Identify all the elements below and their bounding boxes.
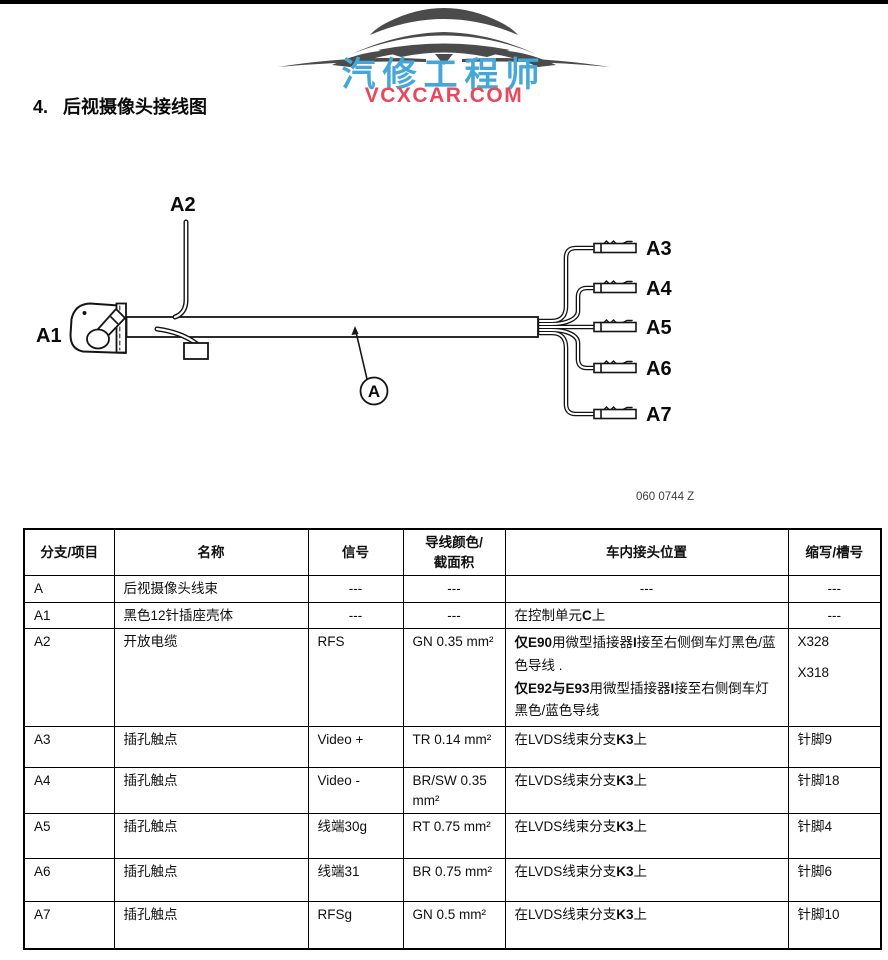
connector-dot: [82, 311, 87, 315]
diagram-caption: 060 0744 Z: [636, 491, 694, 503]
terminal-a6: [593, 360, 637, 374]
cell-slot: 针脚9: [787, 725, 882, 768]
terminal-a7: [593, 406, 637, 420]
table-row-a7: A7 插孔触点 RFSg GN 0.5 mm² 在LVDS线束分支K3上 针脚1…: [23, 901, 882, 950]
label-a7: A7: [646, 404, 672, 426]
cell-item: A6: [23, 858, 115, 903]
label-a3: A3: [646, 238, 672, 260]
column-header-item: 分支/项目: [23, 528, 115, 577]
cell-color: ---: [402, 601, 506, 630]
cell-location: 在LVDS线束分支K3上: [504, 858, 789, 903]
label-a5: A5: [646, 317, 672, 339]
car-silhouette-icon: [278, 8, 610, 67]
table-row-a5: A5 插孔触点 线端30g RT 0.75 mm² 在LVDS线束分支K3上 针…: [23, 813, 882, 860]
table-row-a3: A3 插孔触点 Video + TR 0.14 mm² 在LVDS线束分支K3上…: [23, 725, 882, 768]
cell-slot: ---: [787, 601, 882, 630]
logo-title: 汽修工程师: [341, 56, 547, 94]
top-border-bar: [0, 0, 888, 4]
label-a6: A6: [646, 358, 672, 380]
cell-slot: X328 X318: [787, 628, 882, 727]
column-header-color: 导线颜色/ 截面积: [402, 528, 506, 577]
splice-wire: [154, 326, 209, 360]
open-cable-wire: [172, 219, 189, 320]
cell-item: A1: [23, 601, 115, 630]
cell-location: 仅E90用微型插接器I接至右侧倒车灯黑色/蓝色导线 . 仅E92与E93用微型插…: [504, 628, 789, 727]
cell-color: GN 0.35 mm²: [402, 628, 506, 727]
cell-slot: ---: [787, 575, 882, 603]
cell-name: 插孔触点: [113, 766, 309, 815]
camera-connector: [69, 302, 127, 355]
logo-subtitle: VCXCAR.COM: [364, 84, 524, 107]
branch-wires: [537, 245, 597, 417]
cell-name: 插孔触点: [113, 858, 309, 903]
cell-color: BR 0.75 mm²: [402, 858, 506, 903]
label-a: A: [368, 382, 380, 401]
terminal-a4: [593, 280, 637, 294]
cell-slot: 针脚10: [787, 901, 882, 950]
cell-location: 在LVDS线束分支K3上: [504, 901, 789, 950]
header-row: 分支/项目 名称 信号 导线颜色/ 截面积 车内接头位置 缩写/槽号: [23, 528, 882, 577]
wiring-table: 分支/项目 名称 信号 导线颜色/ 截面积 车内接头位置 缩写/槽号 A 后视摄…: [23, 528, 882, 950]
cell-location: ---: [504, 575, 789, 603]
label-a2: A2: [170, 194, 196, 216]
cell-name: 插孔触点: [113, 725, 309, 768]
table-row-a2: A2 开放电缆 RFS GN 0.35 mm² 仅E90用微型插接器I接至右侧倒…: [23, 628, 882, 727]
table-row-a1: A1 黑色12针插座壳体 --- --- 在控制单元C上 ---: [23, 601, 882, 630]
cell-signal: ---: [307, 601, 404, 630]
slot-value: X328: [797, 634, 830, 650]
cell-color: BR/SW 0.35 mm²: [402, 766, 506, 815]
splice-box: [183, 342, 209, 360]
cell-signal: RFS: [307, 628, 404, 727]
cell-location: 在LVDS线束分支K3上: [504, 725, 789, 768]
page-title: 4. 后视摄像头接线图: [33, 93, 207, 119]
table-row-a: A 后视摄像头线束 --- --- --- ---: [23, 575, 882, 603]
cell-item: A7: [23, 901, 115, 950]
location-paragraph: 仅E90用微型插接器I接至右侧倒车灯黑色/蓝色导线 .: [514, 635, 776, 673]
label-a4: A4: [646, 278, 672, 300]
cell-name: 黑色12针插座壳体: [113, 601, 309, 630]
cell-item: A5: [23, 813, 115, 860]
cell-item: A: [23, 575, 115, 603]
cell-signal: RFSg: [307, 901, 404, 950]
column-header-location: 车内接头位置: [504, 528, 789, 577]
wiring-diagram: A2 A1 A3 A4 A5 A6 A7 A 060 0744 Z: [36, 194, 694, 503]
pin-terminals: [593, 240, 637, 420]
main-cable: [125, 316, 539, 338]
table-row-a4: A4 插孔触点 Video - BR/SW 0.35 mm² 在LVDS线束分支…: [23, 766, 882, 815]
label-a1: A1: [36, 325, 62, 347]
cell-name: 插孔触点: [113, 813, 309, 860]
cell-signal: 线端31: [307, 858, 404, 903]
cell-slot: 针脚18: [787, 766, 882, 815]
cell-item: A3: [23, 725, 115, 768]
cell-color: TR 0.14 mm²: [402, 725, 506, 768]
cell-signal: Video +: [307, 725, 404, 768]
cell-signal: ---: [307, 575, 404, 603]
cell-location: 在LVDS线束分支K3上: [504, 813, 789, 860]
table-row-a6: A6 插孔触点 线端31 BR 0.75 mm² 在LVDS线束分支K3上 针脚…: [23, 858, 882, 903]
column-header-slot: 缩写/槽号: [787, 528, 882, 577]
cell-signal: Video -: [307, 766, 404, 815]
slot-value: X318: [797, 664, 830, 680]
cell-slot: 针脚4: [787, 813, 882, 860]
location-paragraph: 仅E92与E93用微型插接器I接至右侧倒车灯黑色/蓝色导线: [514, 680, 769, 719]
column-header-name: 名称: [113, 528, 309, 577]
cell-name: 插孔触点: [113, 901, 309, 950]
cell-name: 开放电缆: [113, 628, 309, 727]
cell-location: 在LVDS线束分支K3上: [504, 766, 789, 815]
terminal-a3: [593, 240, 637, 254]
cell-item: A4: [23, 766, 115, 815]
terminal-a5: [593, 319, 637, 333]
cell-slot: 针脚6: [787, 858, 882, 903]
cell-location: 在控制单元C上: [504, 601, 789, 630]
cell-color: GN 0.5 mm²: [402, 901, 506, 950]
section-title: 后视摄像头接线图: [63, 97, 208, 117]
cell-color: RT 0.75 mm²: [402, 813, 506, 860]
cell-name: 后视摄像头线束: [113, 575, 309, 603]
column-header-signal: 信号: [307, 528, 404, 577]
cell-item: A2: [23, 628, 115, 727]
cell-signal: 线端30g: [307, 813, 404, 860]
section-number: 4.: [33, 97, 49, 117]
cell-color: ---: [402, 575, 506, 603]
callout-a: [351, 326, 389, 406]
